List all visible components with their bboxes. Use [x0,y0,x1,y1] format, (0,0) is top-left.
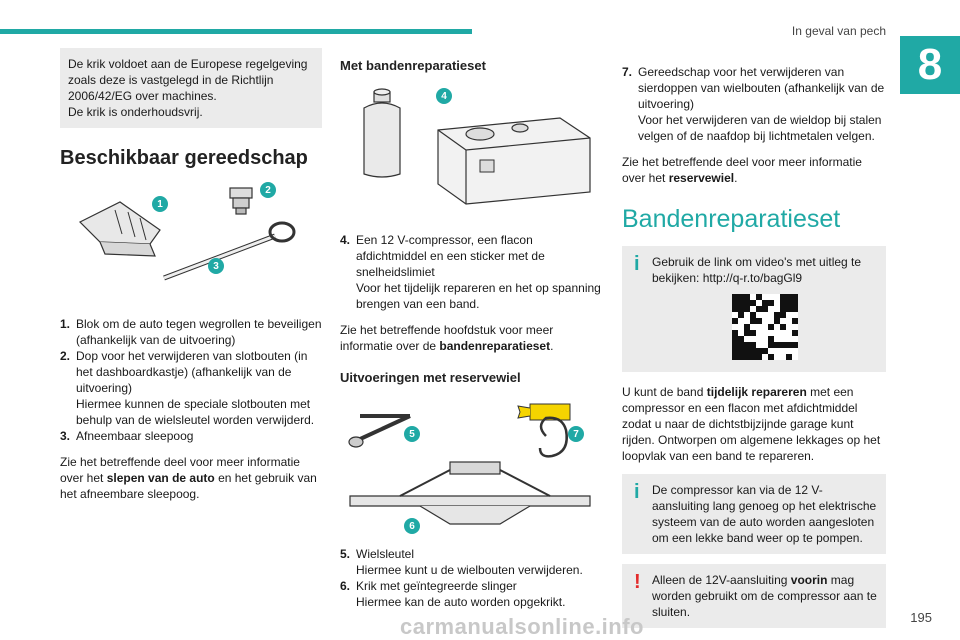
intro-note-box: De krik voldoet aan de Europese regelgev… [60,48,322,128]
hubcap-tool-list: 7. Gereedschap voor het verwijderen van … [622,64,886,144]
heading-available-tools: Beschikbaar gereedschap [60,147,308,169]
list-item: 5. Wielsleutel Hiermee kunt u de wielbou… [340,546,602,578]
list-item-number: 3. [60,429,71,443]
list-item-text: Hiermee kunnen de speciale slotbouten me… [76,397,315,427]
repair-kit-body-paragraph: U kunt de band tijdelijk repareren met e… [622,385,881,463]
callout-badge-3: 3 [208,258,224,274]
info-icon: i [634,481,640,503]
list-item-number: 6. [340,579,351,593]
list-item-number: 2. [60,349,71,363]
list-item-number: 5. [340,547,351,561]
column-2: Met bandenreparatieset 4 4. Een 12 V-com… [340,48,602,610]
info-note-video-link: i Gebruik de link om video's met uitleg … [622,246,886,372]
qr-code-image[interactable] [732,294,798,360]
compressor-illustration: 4 [340,88,602,210]
spare-wheel-reference-paragraph: Zie het betreffende deel voor meer infor… [622,155,862,185]
list-item: 4. Een 12 V-compressor, een flacon afdic… [340,232,602,312]
towing-reference-paragraph: Zie het betreffende deel voor meer infor… [60,455,317,501]
info-note-text: De compressor kan via de 12 V-aansluitin… [652,483,877,545]
spare-wheel-list: 5. Wielsleutel Hiermee kunt u de wielbou… [340,546,602,610]
list-item-text: Blok om de auto tegen wegrollen te bevei… [76,317,322,347]
list-item: 2. Dop voor het verwijderen van slotbout… [60,348,322,428]
page-number: 195 [910,610,932,625]
list-item: 3. Afneembaar sleepoog [60,428,322,444]
callout-badge-4: 4 [436,88,452,104]
warning-icon: ! [634,571,641,593]
list-item-text: Een 12 V-compressor, een flacon afdichtm… [356,233,545,279]
compressor-drawing [363,88,591,205]
tools-illustration: 1 2 3 [60,182,322,302]
list-item: 6. Krik met geïntegreerde slinger Hierme… [340,578,602,610]
callout-badge-1: 1 [152,196,168,212]
heading-with-repair-kit: Met bandenreparatieset [340,58,486,73]
callout-badge-6: 6 [404,518,420,534]
info-icon: i [634,253,640,275]
repair-kit-list: 4. Een 12 V-compressor, een flacon afdic… [340,232,602,312]
list-item-text: Hiermee kan de auto worden opgekrikt. [356,595,566,609]
list-item-text: Voor het tijdelijk repareren en het op s… [356,281,601,311]
watermark: carmanualsonline.info [400,614,644,639]
jack-drawing [348,403,591,525]
warning-note-socket: ! Alleen de 12V-aansluiting voorin mag w… [622,564,886,628]
list-item: 1. Blok om de auto tegen wegrollen te be… [60,316,322,348]
list-item: 7. Gereedschap voor het verwijderen van … [622,64,886,144]
heading-spare-wheel-versions: Uitvoeringen met reservewiel [340,370,521,385]
list-item-text: Gereedschap voor het verwijderen van sie… [638,65,885,111]
info-note-text: Gebruik de link om video's met uitleg te… [652,255,862,285]
chapter-number-badge: 8 [900,36,960,94]
warning-note-text: Alleen de 12V-aansluiting voorin mag wor… [652,573,877,619]
header-accent-bar [0,29,472,34]
list-item-text: Hiermee kunt u de wielbouten verwijderen… [356,563,583,577]
list-item-number: 7. [622,65,633,79]
heading-repair-kit: Bandenreparatieset [622,205,841,233]
tools-list: 1. Blok om de auto tegen wegrollen te be… [60,316,322,444]
list-item-text: Afneembaar sleepoog [76,429,194,443]
column-3: 7. Gereedschap voor het verwijderen van … [622,48,886,628]
list-item-text: Krik met geïntegreerde slinger [356,579,517,593]
jack-illustration: 5 6 7 [340,396,602,536]
tools-drawing [78,187,296,281]
list-item-number: 4. [340,233,351,247]
callout-badge-5: 5 [404,426,420,442]
callout-badge-7: 7 [568,426,584,442]
callout-badge-2: 2 [260,182,276,198]
section-title: In geval van pech [791,24,886,38]
column-1: De krik voldoet aan de Europese regelgev… [60,48,322,502]
list-item-text: Wielsleutel [356,547,415,561]
list-item-text: Voor het verwijderen van de wieldop bij … [638,113,882,143]
list-item-text: Dop voor het verwijderen van slotbouten … [76,349,308,395]
repair-kit-reference-paragraph: Zie het betreffende hoofdstuk voor meer … [340,323,554,353]
list-item-number: 1. [60,317,71,331]
intro-note-line: De krik voldoet aan de Europese regelgev… [68,57,308,103]
intro-note-line: De krik is onderhoudsvrij. [68,105,203,119]
info-note-compressor: i De compressor kan via de 12 V-aansluit… [622,474,886,554]
